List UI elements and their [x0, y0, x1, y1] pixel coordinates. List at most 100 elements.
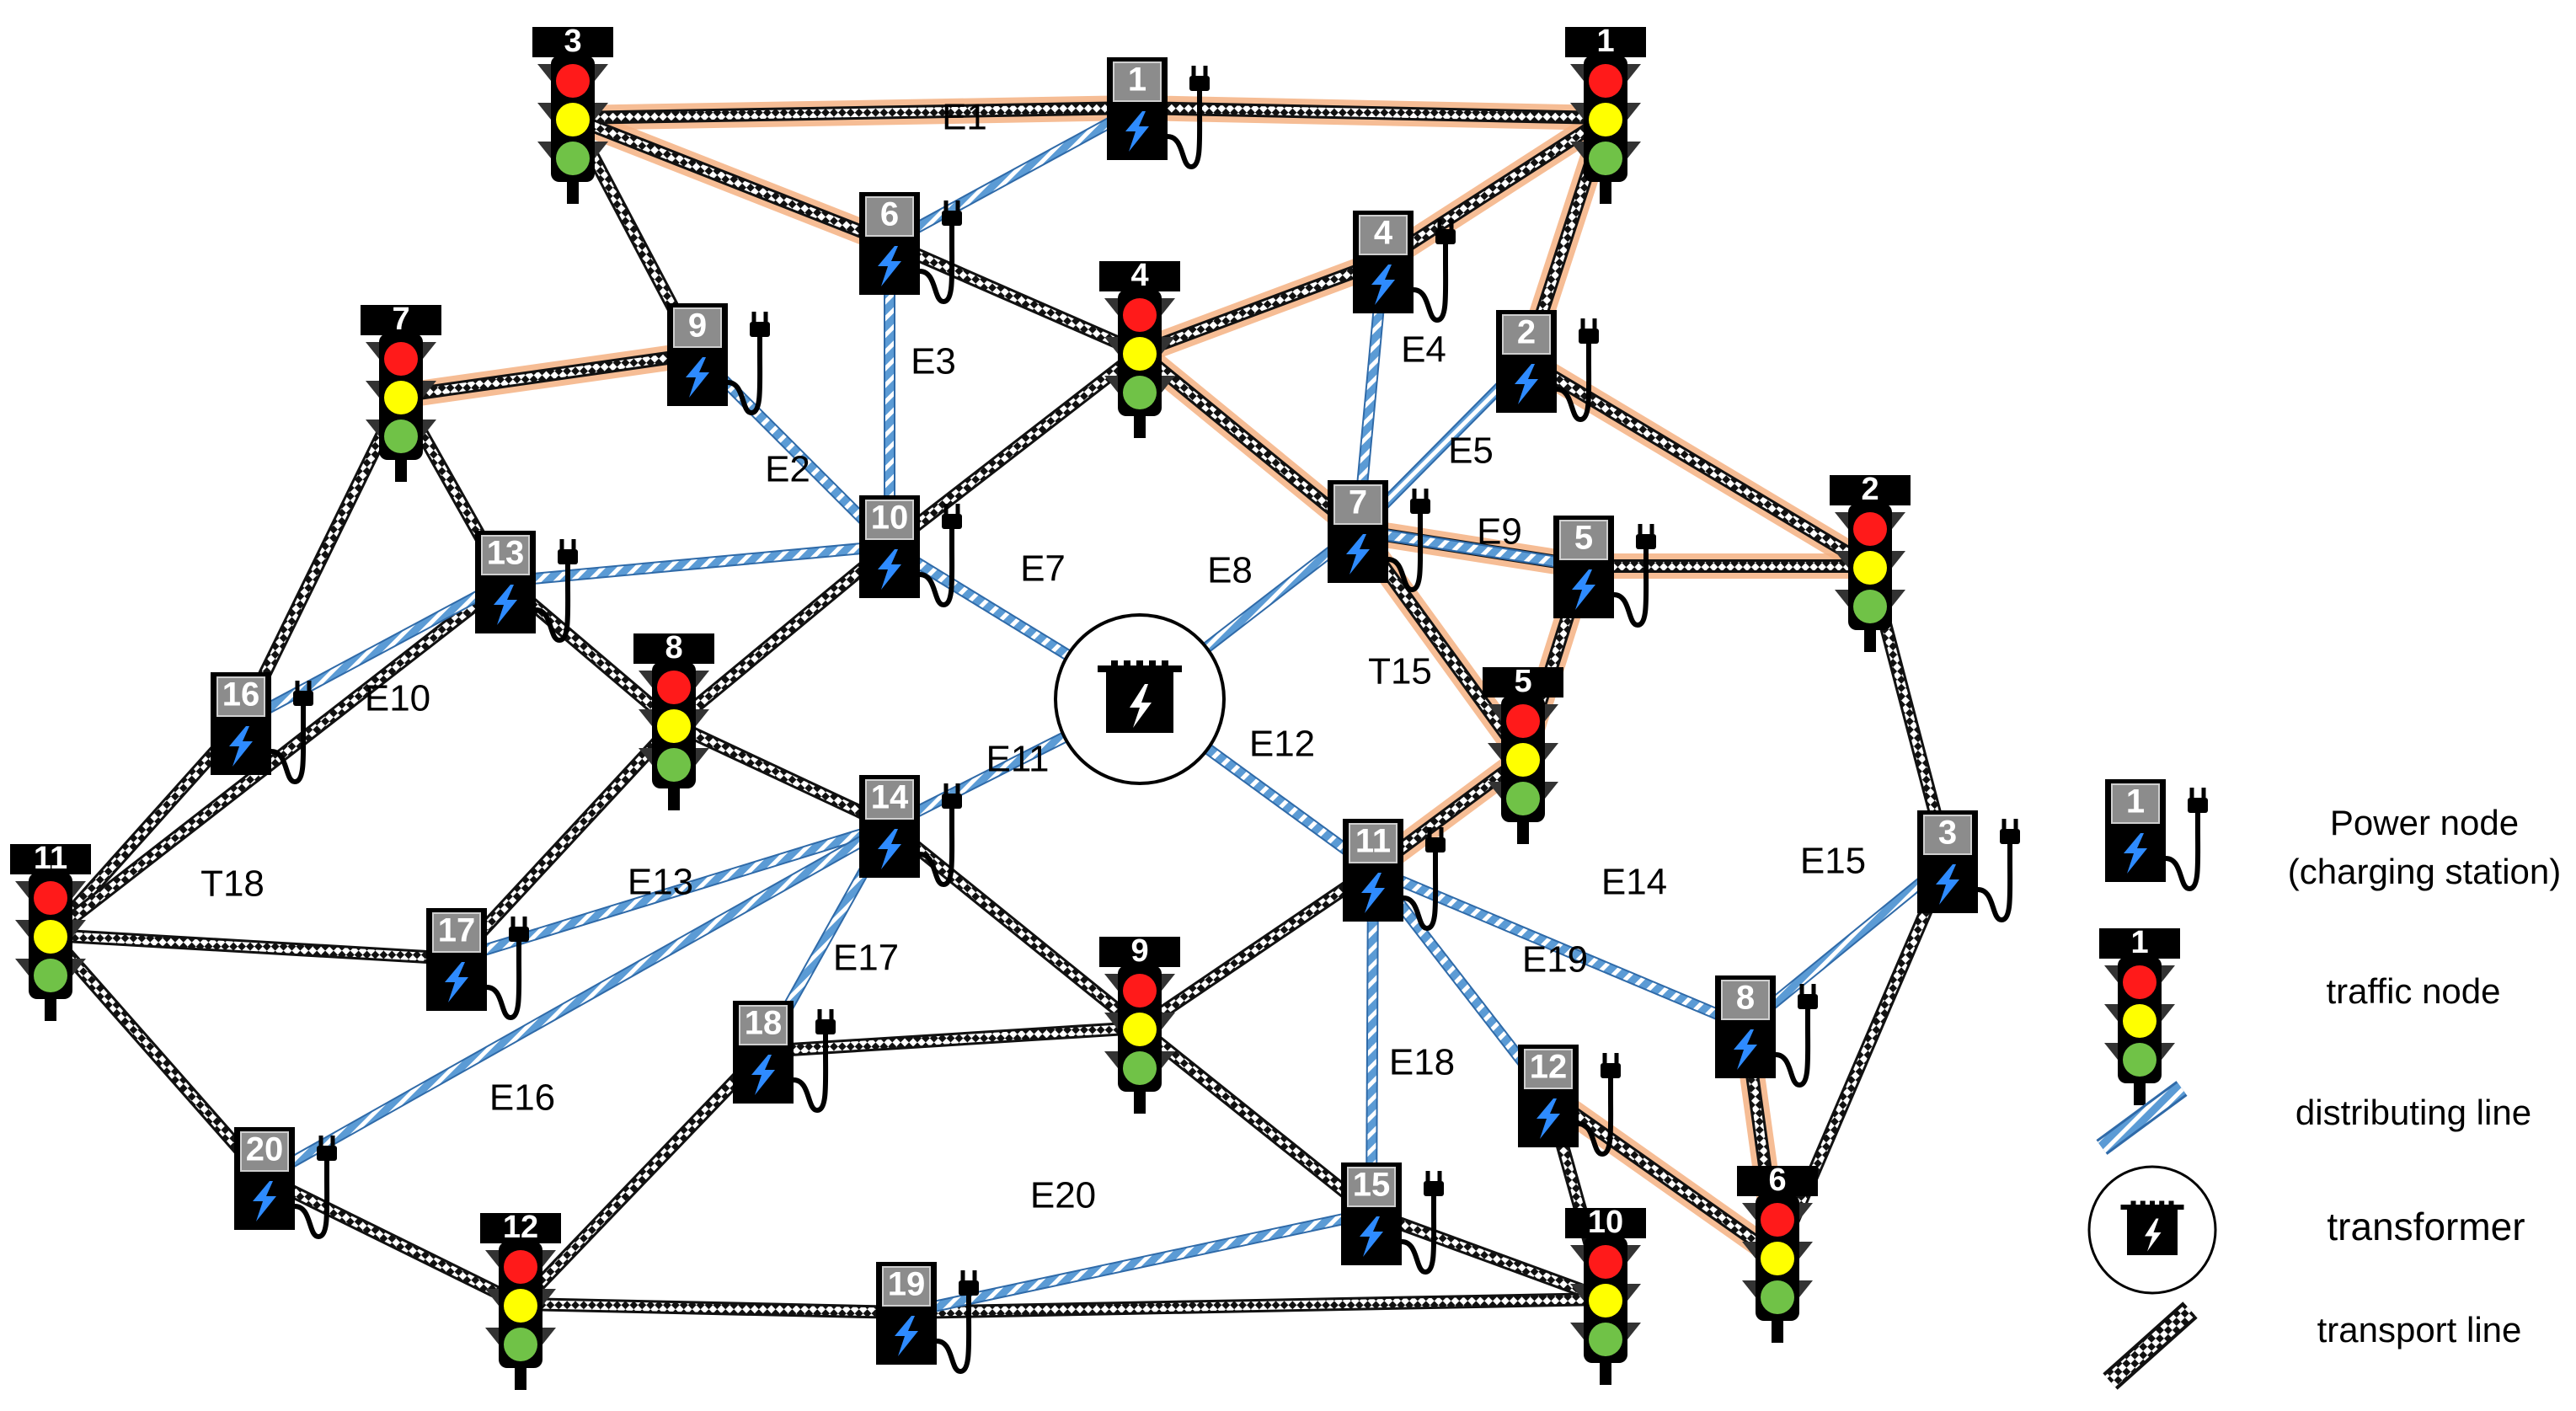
plug-head	[942, 211, 962, 226]
power-node[interactable]: 5	[1553, 516, 1656, 628]
traffic-node-number-badge	[1737, 1166, 1818, 1196]
traffic-node-number-badge	[1483, 667, 1563, 697]
power-node[interactable]: 6	[859, 192, 962, 305]
power-node[interactable]: 10	[859, 495, 962, 608]
power-node[interactable]: 11	[1343, 819, 1446, 932]
edge-label: E5	[1448, 430, 1494, 472]
traffic-node[interactable]: 11	[10, 841, 91, 1021]
transport-line	[1138, 257, 1385, 356]
traffic-node[interactable]: 10	[1565, 1205, 1646, 1385]
green-light	[1589, 142, 1622, 175]
yellow-light	[1761, 1242, 1794, 1275]
red-light	[384, 342, 418, 376]
traffic-light-visor	[1104, 337, 1118, 354]
legend-distributing-line-label: distributing line	[2295, 1093, 2531, 1132]
power-node[interactable]: 20	[234, 1127, 337, 1240]
power-node-number: 1	[1128, 61, 1146, 99]
transformer-cap	[2120, 1205, 2184, 1210]
power-node-number: 14	[871, 779, 909, 816]
power-node[interactable]: 9	[667, 303, 770, 416]
traffic-light-visor	[1488, 743, 1501, 760]
traffic-node[interactable]: 12	[480, 1210, 561, 1390]
transport-line	[262, 1173, 523, 1308]
green-light	[1123, 376, 1157, 409]
traffic-light-visor	[696, 748, 709, 765]
power-node[interactable]: 1	[1107, 57, 1210, 170]
power-node[interactable]: 2	[1496, 310, 1599, 423]
traffic-node[interactable]: 1	[2099, 925, 2180, 1105]
red-light	[1589, 1245, 1622, 1279]
power-node[interactable]: 13	[475, 531, 578, 644]
power-node-number-badge	[1502, 314, 1551, 355]
traffic-light-visor	[1835, 512, 1848, 529]
traffic-light-pole	[2134, 1083, 2146, 1105]
charging-cable	[1977, 842, 2013, 923]
power-node[interactable]: 19	[876, 1262, 979, 1375]
transformer-icon	[2087, 1165, 2217, 1295]
traffic-light-visor	[72, 959, 86, 975]
traffic-node[interactable]: 2	[1830, 472, 1911, 652]
plug-head	[2000, 829, 2020, 844]
charging-cable	[936, 1294, 972, 1375]
power-node[interactable]: 16	[211, 672, 313, 785]
red-light	[556, 64, 590, 98]
distribution-line	[887, 104, 1140, 247]
traffic-light-visor	[1627, 64, 1641, 81]
green-light	[34, 959, 67, 992]
traffic-light-visor	[1570, 103, 1584, 120]
traffic-node[interactable]: 3	[532, 24, 613, 204]
transport-line	[47, 578, 509, 938]
distribution-line	[2098, 1082, 2186, 1153]
red-light	[1853, 512, 1887, 546]
power-node[interactable]: 4	[1353, 211, 1456, 323]
power-node[interactable]: 7	[1328, 480, 1430, 593]
traffic-node[interactable]: 8	[633, 630, 714, 810]
power-node[interactable]: 12	[1518, 1045, 1621, 1157]
power-node[interactable]: 3	[1917, 810, 2020, 923]
traffic-node[interactable]: 5	[1483, 664, 1563, 844]
plug-head	[1435, 229, 1456, 244]
traffic-node[interactable]: 1	[1565, 24, 1646, 204]
traffic-light-visor	[1742, 1203, 1756, 1220]
transport-line	[400, 350, 698, 400]
power-node[interactable]: 1	[2105, 779, 2208, 892]
power-node-number: 16	[222, 676, 260, 714]
traffic-node-number-badge	[532, 27, 613, 57]
power-node[interactable]: 14	[859, 775, 962, 888]
traffic-node[interactable]: 7	[361, 302, 441, 482]
traffic-node[interactable]: 9	[1099, 933, 1180, 1114]
traffic-node-number: 5	[1514, 664, 1531, 699]
power-node-number: 7	[1349, 484, 1367, 521]
red-light	[1123, 298, 1157, 332]
power-node[interactable]: 17	[426, 908, 529, 1021]
red-light	[1589, 64, 1622, 98]
traffic-light-pole	[1134, 416, 1146, 438]
edge-label: E18	[1389, 1042, 1455, 1083]
traffic-light-visor	[15, 959, 29, 975]
power-node[interactable]: 8	[1715, 975, 1818, 1088]
traffic-node[interactable]: 6	[1737, 1162, 1818, 1343]
lightning-bolt-icon	[1572, 569, 1595, 610]
power-node[interactable]: 15	[1341, 1162, 1444, 1275]
traffic-light-visor	[595, 64, 608, 81]
lightning-bolt-icon	[1515, 364, 1538, 404]
transport-line	[887, 238, 1142, 356]
traffic-node-number: 9	[1130, 933, 1148, 969]
traffic-node[interactable]: 4	[1099, 258, 1180, 438]
edge-label: E9	[1477, 511, 1522, 553]
lightning-bolt-icon	[1734, 1029, 1757, 1070]
charging-cable	[1556, 342, 1592, 423]
traffic-light-visor	[1892, 551, 1905, 568]
traffic-light-visor	[1627, 1245, 1641, 1262]
power-node-number-badge	[739, 1005, 788, 1045]
traffic-light-visor	[696, 671, 709, 687]
traffic-light-visor	[542, 1328, 556, 1344]
transport-line	[1136, 1024, 1375, 1216]
transport-line	[886, 349, 1143, 549]
traffic-light-visor	[1162, 337, 1175, 354]
power-node[interactable]: 18	[733, 1001, 836, 1114]
edge-label: E17	[833, 938, 899, 979]
traffic-light-visor	[2104, 1004, 2118, 1021]
traffic-light-visor	[1545, 782, 1558, 799]
traffic-light-visor	[542, 1289, 556, 1306]
